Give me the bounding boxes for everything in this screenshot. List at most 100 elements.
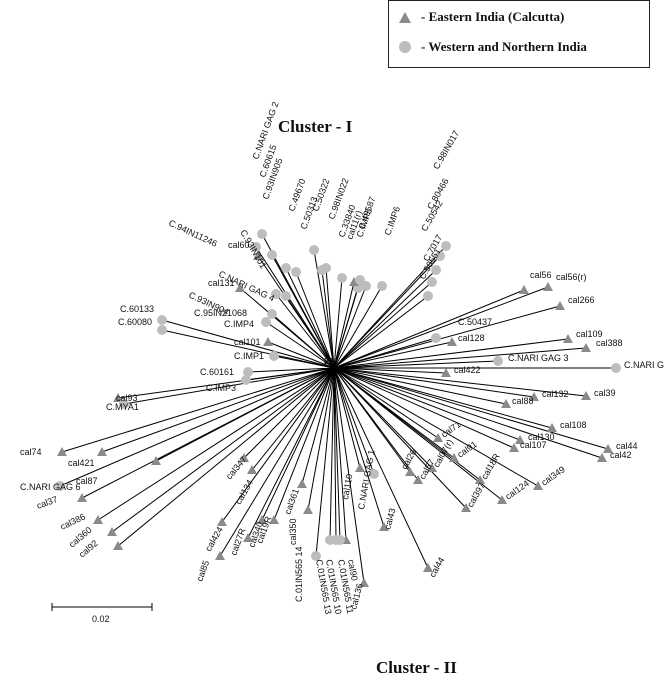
leaf-label: C.IMP6 [382,205,402,237]
leaf-label: C.98IN017 [431,129,461,171]
western-circle-marker [157,315,167,325]
eastern-triangle-marker [405,467,415,476]
cluster-1-title: Cluster - I [278,117,353,136]
eastern-triangle-marker [475,475,485,484]
tree-branch [333,281,433,369]
tree-branch [333,285,383,369]
tree-branch [333,289,525,369]
eastern-triangle-marker [93,515,103,524]
western-circle-marker [441,241,451,251]
tree-branch [333,367,603,459]
eastern-triangle-marker [97,447,107,456]
tree-branch [333,367,521,441]
scale-bar-label: 0.02 [92,614,110,624]
tree-branch [333,367,587,397]
eastern-triangle-marker [355,463,365,472]
tree-branch [101,367,335,453]
tree-branch [273,355,335,369]
western-circle-marker [271,289,281,299]
leaf-label: C.IMP4 [224,319,254,329]
tree-branch [315,367,335,557]
leaf-label: cal349 [539,464,566,487]
leaf-label: cal71 [439,419,462,440]
tree-branch [61,367,335,453]
tree-branch [321,269,335,369]
leaf-label: cal109 [576,329,603,339]
leaf-label: cal44 [616,441,638,451]
eastern-triangle-marker [107,527,117,536]
leaf-label: C.50437 [458,317,492,327]
tree-branches [59,233,616,584]
tree-branch [117,367,335,547]
legend: - Eastern India (Calcutta) - Western and… [388,0,650,68]
tree-branch [247,367,335,539]
eastern-triangle-marker [77,493,87,502]
tree-branch [333,360,499,369]
tree-branch [333,367,411,473]
leaf-label: C.IMP1 [234,351,264,361]
tree-branch [333,279,361,369]
tree-branch [333,367,375,475]
tree-branch [251,367,335,471]
western-circle-marker [337,273,347,283]
eastern-triangle-marker [515,435,525,444]
eastern-triangle-marker [529,392,539,401]
tree-branch [333,367,361,469]
tree-branch [221,367,335,523]
tree-branch [333,367,365,584]
tree-branch [285,267,335,369]
eastern-triangle-marker [239,453,249,462]
leaf-label: C.50322 [310,177,331,212]
tree-branch [333,367,429,569]
western-circle-marker [257,229,267,239]
western-circle-marker [119,399,129,409]
leaf-label: cal101 [234,337,261,347]
eastern-triangle-marker [447,337,457,346]
western-circle-marker [157,325,167,335]
leaf-label: C.NARI GAG 5 [624,360,664,370]
eastern-triangle-marker [509,443,519,452]
western-circle-marker [241,375,251,385]
western-circle-marker [281,291,291,301]
tree-branch [333,341,453,369]
tree-branch [333,367,535,398]
western-circle-marker [281,263,291,273]
leaf-label: C.NARI GAG 3 [508,353,569,363]
tree-branch [325,267,335,369]
eastern-triangle-marker [113,393,123,402]
western-circle-marker [377,281,387,291]
circle-marker-icon [399,41,411,53]
eastern-triangle-marker [151,456,161,465]
western-circle-marker [435,251,445,261]
western-circle-marker [55,481,65,491]
tree-branch [333,367,507,405]
leaf-label: cal422 [454,365,481,375]
tree-branch [285,295,335,369]
leaf-label: C.NARI GAG 6 [20,482,81,492]
tree-branch [271,313,335,369]
eastern-triangle-marker [441,368,451,377]
tree-branch [265,321,335,369]
tree-branch [333,367,467,509]
eastern-triangle-marker [423,563,433,572]
eastern-triangle-marker [533,481,543,490]
legend-eastern: - Eastern India (Calcutta) [399,9,564,25]
leaf-label: cal110 [340,473,354,500]
leaf-label: cal397 [465,481,487,509]
leaf-label: cal130 [528,432,555,442]
tree-branch [333,367,439,439]
eastern-triangle-marker [555,301,565,310]
tree-branch [247,367,335,373]
leaf-label: cal90 [346,559,360,582]
western-circle-marker [311,551,321,561]
western-circle-marker [267,250,277,260]
legend-eastern-label: - Eastern India (Calcutta) [421,9,565,24]
eastern-triangle-marker [543,282,553,291]
leaf-label: cal134 [233,478,255,506]
leaf-label: cal85 [194,559,211,583]
western-circle-marker [611,363,621,373]
tree-branch [333,367,385,528]
leaf-label: C.60080 [118,317,152,327]
tree-branch [161,319,335,369]
